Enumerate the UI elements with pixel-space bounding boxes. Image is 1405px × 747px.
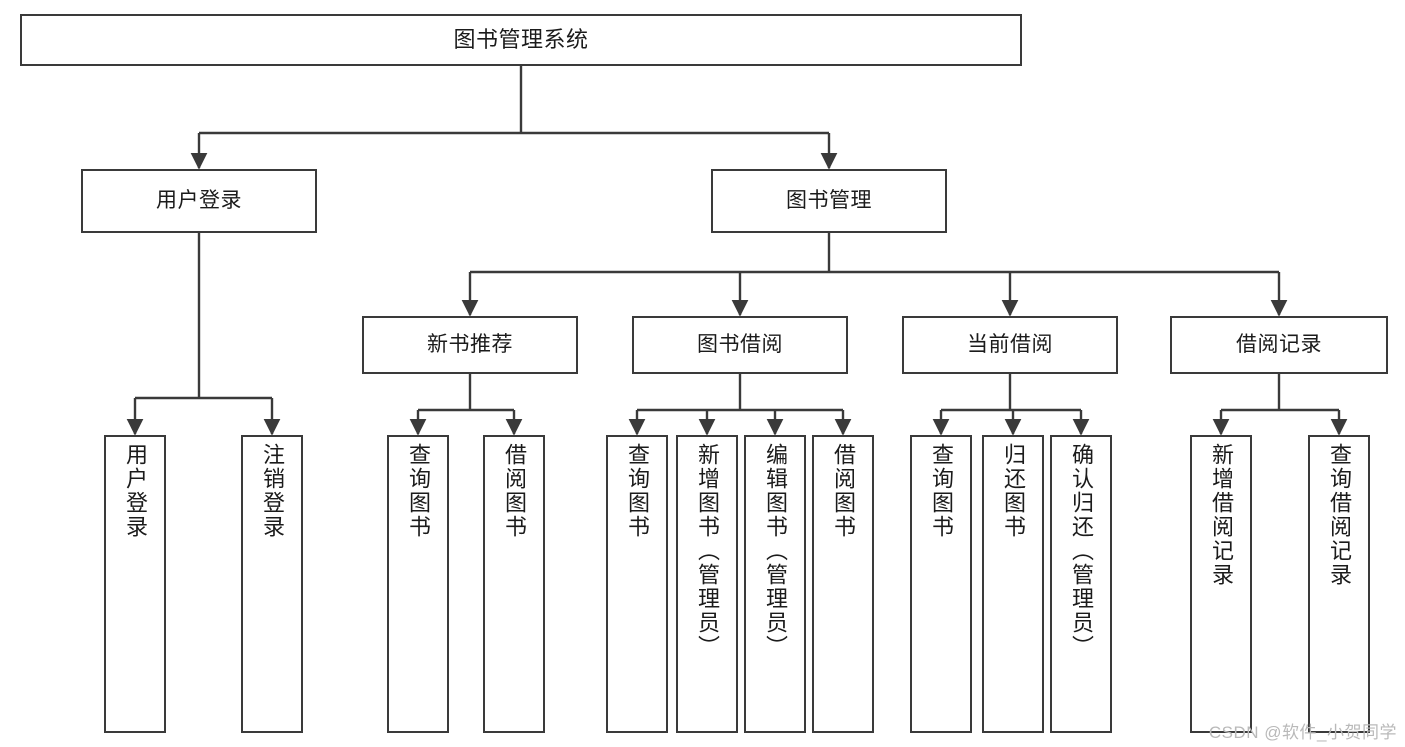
node-label: 编辑图书（管理员） <box>763 443 788 659</box>
watermark: CSDN @软件_小贺同学 <box>1208 723 1397 742</box>
node-leaf-10[interactable]: 确认归还（管理员） <box>1050 435 1112 733</box>
node-leaf-3[interactable]: 借阅图书 <box>483 435 545 733</box>
node-label: 新增借阅记录 <box>1209 443 1234 587</box>
node-label: 图书管理系统 <box>453 27 589 53</box>
node-level3-0[interactable]: 新书推荐 <box>362 316 578 374</box>
node-level3-1[interactable]: 图书借阅 <box>632 316 848 374</box>
node-leaf-7[interactable]: 借阅图书 <box>812 435 874 733</box>
node-label: 查询图书 <box>406 443 431 539</box>
node-label: 图书借阅 <box>697 332 783 356</box>
node-label: 借阅图书 <box>831 443 856 539</box>
node-label: 新增图书（管理员） <box>695 443 720 659</box>
node-label: 归还图书 <box>1001 443 1026 539</box>
node-leaf-6[interactable]: 编辑图书（管理员） <box>744 435 806 733</box>
node-leaf-1[interactable]: 注销登录 <box>241 435 303 733</box>
node-level2-0[interactable]: 用户登录 <box>81 169 317 233</box>
node-label: 用户登录 <box>123 443 148 539</box>
node-label: 确认归还（管理员） <box>1069 443 1094 659</box>
node-label: 借阅记录 <box>1236 332 1322 356</box>
node-label: 借阅图书 <box>502 443 527 539</box>
node-leaf-12[interactable]: 查询借阅记录 <box>1308 435 1370 733</box>
node-leaf-9[interactable]: 归还图书 <box>982 435 1044 733</box>
node-leaf-5[interactable]: 新增图书（管理员） <box>676 435 738 733</box>
node-leaf-8[interactable]: 查询图书 <box>910 435 972 733</box>
node-leaf-11[interactable]: 新增借阅记录 <box>1190 435 1252 733</box>
node-label: 当前借阅 <box>967 332 1053 356</box>
node-label: 查询图书 <box>625 443 650 539</box>
node-label: 查询图书 <box>929 443 954 539</box>
node-leaf-4[interactable]: 查询图书 <box>606 435 668 733</box>
node-label: 查询借阅记录 <box>1327 443 1352 587</box>
node-leaf-0[interactable]: 用户登录 <box>104 435 166 733</box>
node-level2-1[interactable]: 图书管理 <box>711 169 947 233</box>
node-label: 新书推荐 <box>427 332 513 356</box>
node-root[interactable]: 图书管理系统 <box>20 14 1022 66</box>
node-label: 用户登录 <box>156 188 242 212</box>
node-level3-3[interactable]: 借阅记录 <box>1170 316 1388 374</box>
node-label: 注销登录 <box>260 443 285 539</box>
node-leaf-2[interactable]: 查询图书 <box>387 435 449 733</box>
node-level3-2[interactable]: 当前借阅 <box>902 316 1118 374</box>
node-label: 图书管理 <box>786 188 872 212</box>
